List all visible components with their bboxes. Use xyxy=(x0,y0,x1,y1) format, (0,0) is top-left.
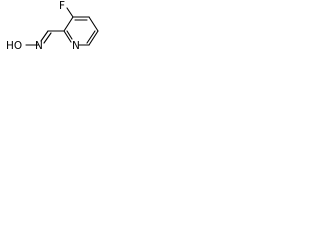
hydroxyl-label: HO xyxy=(6,40,22,52)
chemical-structure-diagram: F N N HO xyxy=(6,0,99,52)
ring-bond-c4-c5 xyxy=(88,16,99,32)
oxime-side-chain xyxy=(25,30,65,46)
double-bond-ch-n-inner xyxy=(43,32,52,44)
bond-c3-fluorine xyxy=(66,7,74,18)
ring-double-bond-n1-c2 xyxy=(66,30,73,40)
pyridine-ring xyxy=(63,16,99,46)
ring-bond-c2-c3 xyxy=(63,16,74,32)
ring-nitrogen-label: N xyxy=(72,40,80,52)
fluorine-label: F xyxy=(59,0,65,12)
ring-double-bond-c5-c6 xyxy=(86,30,96,44)
oxime-nitrogen-label: N xyxy=(35,40,43,52)
double-bond-ch-n xyxy=(40,30,49,42)
ring-bond-c5-c6 xyxy=(88,30,99,46)
ring-bond-n1-c2 xyxy=(63,30,72,43)
